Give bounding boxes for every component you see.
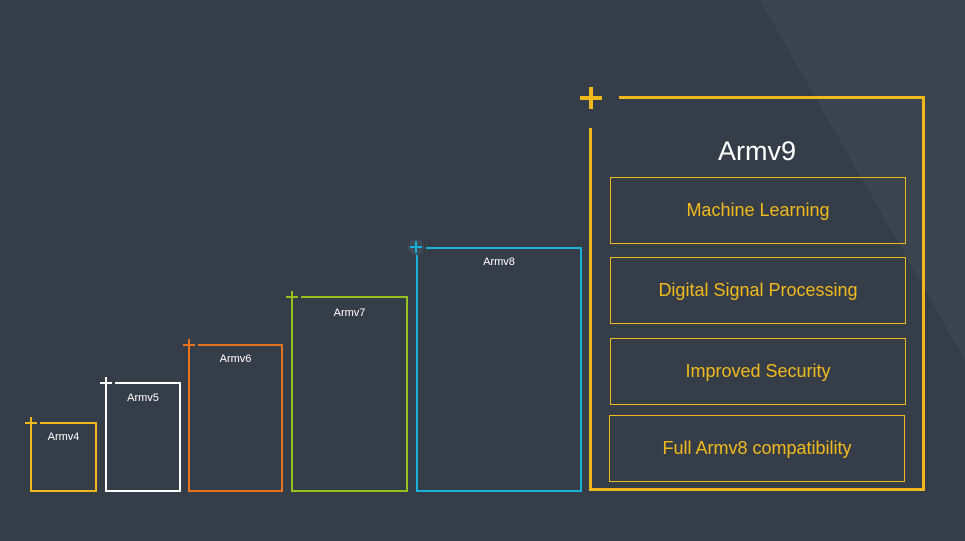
armv4-label: Armv4: [47, 431, 80, 443]
armv9-top-edge: [619, 96, 925, 99]
armv6-box: Armv6: [188, 344, 283, 492]
armv9-bottom-edge: [589, 488, 925, 491]
armv7-label: Armv7: [333, 307, 366, 319]
armv9-title: Armv9: [717, 136, 796, 166]
armv9-right-edge: [922, 96, 925, 491]
armv8-top-border: [426, 247, 582, 249]
armv6-top-border: [198, 344, 283, 346]
armv5-plus-icon: [100, 377, 112, 389]
armv5-label: Armv5: [127, 392, 159, 404]
armv9-left-edge: [589, 128, 592, 491]
feature-digital-signal-processing: Digital Signal Processing: [610, 257, 906, 324]
feature-armv8-compatibility: Full Armv8 compatibility: [609, 415, 905, 482]
feature-improved-security: Improved Security: [610, 338, 906, 405]
feature-machine-learning: Machine Learning: [610, 177, 906, 244]
armv7-top-border: [301, 296, 408, 298]
armv6-plus-icon: [183, 339, 195, 351]
armv5-top-border: [115, 382, 181, 384]
armv9-plus-icon: [580, 87, 602, 109]
armv8-label: Armv8: [483, 256, 515, 268]
armv7-plus-icon: [286, 291, 298, 303]
armv8-plus-icon: [410, 241, 422, 253]
armv6-label: Armv6: [219, 353, 252, 365]
armv9-box: Armv9: [589, 96, 925, 491]
armv5-box: Armv5: [105, 382, 181, 492]
armv7-box: Armv7: [291, 296, 408, 492]
armv4-box: Armv4: [30, 422, 97, 492]
armv4-plus-icon: [25, 417, 37, 429]
armv4-top-border: [40, 422, 97, 424]
armv8-box: Armv8: [416, 247, 582, 492]
